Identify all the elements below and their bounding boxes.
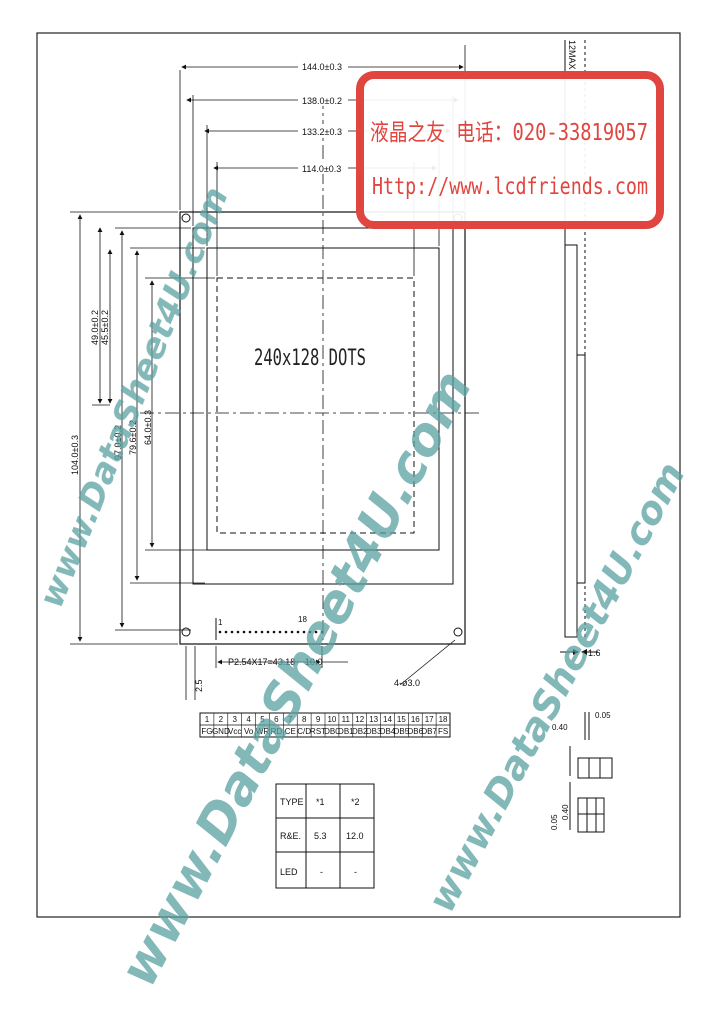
pin-number-5: 5 bbox=[260, 715, 265, 724]
pin-number-12: 12 bbox=[355, 715, 364, 724]
pin-name-2: GND bbox=[212, 727, 230, 736]
pin-number-2: 2 bbox=[219, 715, 224, 724]
pin-name-14: DB4 bbox=[380, 727, 396, 736]
mount-hole-bl bbox=[181, 627, 191, 637]
dim-bottom-margin: 2.5 bbox=[194, 679, 204, 692]
pin-name-7: CE bbox=[285, 727, 296, 736]
type-header-0: TYPE bbox=[280, 797, 304, 807]
pin-name-9: RST bbox=[310, 727, 326, 736]
pin-number-9: 9 bbox=[316, 715, 321, 724]
dim-width-active: 114.0±0.3 bbox=[302, 164, 341, 174]
type-row-1-c1: - bbox=[320, 867, 323, 877]
pin-name-4: Vo bbox=[244, 727, 254, 736]
pin-number-10: 10 bbox=[327, 715, 336, 724]
pin-name-10: DB0 bbox=[324, 727, 340, 736]
pin1-marker: 1 bbox=[218, 618, 223, 627]
pin-name-6: RD bbox=[271, 727, 283, 736]
pin-number-6: 6 bbox=[274, 715, 279, 724]
module-front-view bbox=[140, 95, 480, 645]
dim-height-active: 64.0±0.3 bbox=[143, 410, 153, 445]
bottom-dimensions bbox=[185, 639, 456, 700]
dim-pin-pitch: P2.54X17=43.18 bbox=[228, 657, 295, 667]
type-row-1-c2: - bbox=[354, 867, 357, 877]
pin-name-13: DB3 bbox=[366, 727, 382, 736]
pin-number-7: 7 bbox=[288, 715, 293, 724]
dim-width-outer: 144.0±0.3 bbox=[302, 62, 342, 72]
watermark-group: www.DataSheet4U.com www.DataSheet4U.com … bbox=[31, 182, 694, 997]
pin-name-18: FS bbox=[438, 727, 448, 736]
mount-hole-br bbox=[453, 627, 463, 637]
dim-mount-holes: 4-ø3.0 bbox=[394, 678, 420, 688]
pin-number-14: 14 bbox=[383, 715, 392, 724]
pin-number-18: 18 bbox=[439, 715, 448, 724]
pin-name-16: DB6 bbox=[407, 727, 423, 736]
dim-width-bezel: 138.0±0.2 bbox=[302, 96, 342, 106]
type-table bbox=[275, 783, 375, 889]
pin-number-1: 1 bbox=[205, 715, 210, 724]
dim-width-viewing: 133.2±0.3 bbox=[302, 127, 342, 137]
type-row-0-label: R&E. bbox=[280, 831, 301, 841]
pin-number-4: 4 bbox=[246, 715, 251, 724]
watermark-1: www.DataSheet4U.com bbox=[31, 182, 236, 614]
mount-hole-tl bbox=[181, 213, 191, 223]
dim-dot-size-h: 0.40 bbox=[561, 804, 570, 820]
contact-stamp: 液晶之友 电话：020-33819057 Http://www.lcdfrien… bbox=[356, 71, 664, 229]
dim-side-thickness: 1.6 bbox=[588, 648, 601, 658]
pin-name-11: DB1 bbox=[338, 727, 354, 736]
dot-detail bbox=[569, 712, 613, 833]
pin-number-3: 3 bbox=[232, 715, 237, 724]
dim-top-offset-2: 45.5±0.2 bbox=[100, 310, 110, 345]
pin-number-15: 15 bbox=[397, 715, 406, 724]
dim-dot-pitch-w: 0.40 bbox=[552, 723, 568, 732]
pin-name-1: FG bbox=[201, 727, 212, 736]
pin-name-17: DB7 bbox=[421, 727, 437, 736]
dim-dot-gap-h: 0.05 bbox=[550, 814, 559, 830]
pin-name-5: WR bbox=[256, 727, 270, 736]
pin-header bbox=[218, 630, 324, 634]
pin-name-8: C/D bbox=[297, 727, 311, 736]
pin-number-11: 11 bbox=[342, 715, 351, 724]
display-label: 240x128 DOTS bbox=[254, 346, 366, 371]
stamp-line-1: 液晶之友 电话：020-33819057 bbox=[370, 120, 648, 146]
watermark-3: www.DataSheet4U.com bbox=[419, 455, 694, 919]
dim-thickness-max: 12MAX bbox=[567, 40, 577, 70]
dim-height-bezel: 97.0±0.2 bbox=[113, 425, 123, 460]
pin-number-17: 17 bbox=[425, 715, 434, 724]
pin-name-15: DB5 bbox=[394, 727, 410, 736]
type-row-0-c2: 12.0 bbox=[346, 831, 364, 841]
type-row-1-label: LED bbox=[280, 867, 298, 877]
pin-name-12: DB2 bbox=[352, 727, 368, 736]
pin-name-3: Vcc bbox=[228, 727, 241, 736]
dim-pin-offset: 10.0 bbox=[305, 657, 323, 667]
height-dimensions bbox=[70, 211, 215, 645]
pin-number-8: 8 bbox=[302, 715, 307, 724]
pin-number-16: 16 bbox=[411, 715, 420, 724]
pin-number-13: 13 bbox=[369, 715, 378, 724]
pin18-marker: 18 bbox=[298, 615, 307, 624]
dim-height-outer: 104.0±0.3 bbox=[70, 435, 80, 475]
active-area bbox=[216, 277, 415, 534]
dim-top-offset-1: 49.0±0.2 bbox=[90, 310, 100, 345]
pcb-outline bbox=[179, 211, 466, 645]
stamp-line-2: Http://www.lcdfriends.com bbox=[372, 174, 648, 200]
pin-table: 1FG2GND3Vcc4Vo5WR6RD7CE8C/D9RST10DB011DB… bbox=[199, 712, 451, 738]
sheet-border bbox=[36, 32, 681, 918]
dim-height-viewing: 79.6±0.2 bbox=[128, 420, 138, 455]
type-row-0-c1: 5.3 bbox=[314, 831, 327, 841]
type-header-1: *1 bbox=[316, 797, 325, 807]
type-header-2: *2 bbox=[351, 797, 360, 807]
dim-dot-gap-w: 0.05 bbox=[595, 711, 611, 720]
